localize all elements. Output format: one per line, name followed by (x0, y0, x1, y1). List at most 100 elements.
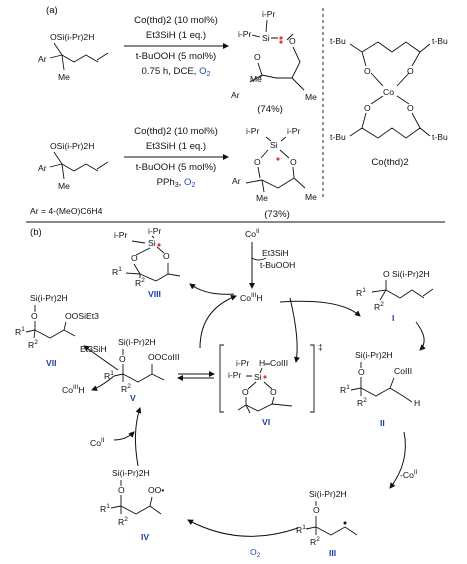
svg-text:R2: R2 (135, 277, 145, 288)
substrate-2: OSi(i-Pr)2H Ar Me (38, 141, 109, 191)
svg-text:R2: R2 (374, 301, 384, 312)
species-VIII: i-Pr i-Pr Si O O R1 R2 VIII (112, 226, 181, 299)
svg-text:R1: R1 (356, 287, 366, 298)
label-IV: IV (141, 532, 149, 542)
svg-text:Si(i-Pr)2H: Si(i-Pr)2H (30, 293, 68, 303)
svg-text:t-BuOOH (5 mol%): t-BuOOH (5 mol%) (136, 51, 217, 62)
svg-text:Me: Me (305, 92, 317, 102)
svg-text:CoII: CoII (90, 437, 105, 448)
svg-text:O: O (31, 311, 38, 321)
svg-text:Si(i-Pr)2H: Si(i-Pr)2H (112, 468, 150, 478)
product-1-dioxasilinane: i-Pr i-Pr Si O O Me Ar Me (74%) (231, 9, 317, 115)
svg-text:O: O (242, 387, 249, 397)
svg-text:Me: Me (58, 181, 70, 191)
ar-definition: Ar = 4-(MeO)C6H4 (30, 206, 103, 216)
species-V: Si(i-Pr)2H O OOCoIII R1 R2 V (104, 337, 180, 403)
svg-text:i-Pr: i-Pr (114, 230, 128, 240)
svg-text:R1: R1 (100, 503, 110, 514)
product-2-dioxasilinane: i-Pr i-Pr Si O O Ar Me Me (73%) (232, 126, 317, 220)
svg-text:O: O (313, 505, 320, 515)
svg-text:O: O (407, 103, 414, 113)
svg-text:i-Pr: i-Pr (287, 126, 301, 136)
svg-text:t-Bu: t-Bu (330, 132, 346, 142)
svg-text:Si(i-Pr)2H: Si(i-Pr)2H (309, 489, 347, 499)
svg-text:Me: Me (305, 192, 317, 202)
label-II: II (380, 418, 385, 428)
svg-text:R1: R1 (340, 384, 350, 395)
svg-text:t-BuOOH (5 mol%): t-BuOOH (5 mol%) (136, 162, 217, 173)
svg-text:O: O (364, 66, 371, 76)
label-VI: VI (262, 417, 270, 427)
catalyst-co-thd2: t-Bu t-Bu t-Bu t-Bu O O O O Co Co(thd)2 (330, 36, 448, 168)
svg-text:O: O (270, 387, 277, 397)
svg-text:Si: Si (262, 33, 270, 43)
svg-text:O: O (254, 157, 261, 167)
svg-text:Co(thd)2 (10 mol%): Co(thd)2 (10 mol%) (134, 126, 218, 137)
svg-text:Ar: Ar (38, 54, 47, 64)
species-II: Si(i-Pr)2H O CoIII R1 R2 H II (340, 350, 420, 428)
svg-text:Et3SiH (1 eq.): Et3SiH (1 eq.) (146, 30, 206, 41)
svg-text:O: O (289, 36, 296, 46)
svg-text:Et3SiH (1 eq.): Et3SiH (1 eq.) (146, 141, 206, 152)
initiation-reagents: CoII Et3SiH t-BuOOH CoIIIH (240, 228, 295, 303)
svg-text:OOCoIII: OOCoIII (148, 352, 180, 362)
svg-text:H: H (259, 358, 265, 368)
substrate-1: OSi(i-Pr)2H Ar Me (38, 32, 109, 82)
svg-text:t-Bu: t-Bu (330, 36, 346, 46)
label-VIII: VIII (148, 289, 161, 299)
svg-text:i-Pr: i-Pr (238, 29, 252, 39)
svg-text:O: O (163, 251, 170, 261)
svg-text:‡: ‡ (318, 342, 323, 352)
reaction-2: Co(thd)2 (10 mol%) Et3SiH (1 eq.) t-BuOO… (124, 126, 229, 189)
svg-text:t-Bu: t-Bu (432, 36, 448, 46)
svg-text:Ar: Ar (231, 90, 240, 100)
svg-text:O: O (407, 66, 414, 76)
svg-text:R2: R2 (310, 536, 320, 547)
yield-2: (73%) (264, 209, 290, 220)
svg-text:Me: Me (250, 74, 262, 84)
svg-text:Si(i-Pr)2H: Si(i-Pr)2H (118, 337, 156, 347)
label-V: V (130, 393, 136, 403)
svg-text:i-Pr: i-Pr (262, 9, 276, 19)
reaction-1: Co(thd)2 (10 mol%) Et3SiH (1 eq.) t-BuOO… (124, 15, 229, 78)
yield-1: (74%) (257, 104, 283, 115)
svg-text:O: O (358, 367, 365, 377)
svg-text:R1: R1 (15, 326, 25, 337)
svg-text:i-Pr: i-Pr (246, 126, 260, 136)
svg-text:R1: R1 (104, 370, 114, 381)
svg-text:Me: Me (58, 72, 70, 82)
catalyst-name: Co(thd)2 (371, 157, 408, 168)
label-III: III (329, 548, 336, 558)
svg-text:i-Pr: i-Pr (236, 358, 250, 368)
svg-text:Si(i-Pr)2H: Si(i-Pr)2H (392, 269, 430, 279)
svg-text:OO•: OO• (148, 485, 164, 495)
svg-text:Si: Si (148, 238, 156, 248)
svg-text:O: O (364, 103, 371, 113)
svg-text:Ar: Ar (38, 163, 47, 173)
svg-text:t-Bu: t-Bu (432, 132, 448, 142)
svg-text:R2: R2 (121, 383, 131, 394)
species-VII: Si(i-Pr)2H O OOSiEt3 R1 R2 VII (15, 293, 99, 368)
species-I: O Si(i-Pr)2H R1 R2 I (356, 269, 434, 323)
species-IV: Si(i-Pr)2H O OO• R1 R2 IV (100, 468, 164, 542)
panel-b-label: (b) (30, 227, 42, 238)
to-VIII-arrow (189, 283, 235, 295)
svg-text:R2: R2 (28, 339, 38, 350)
svg-text:R2: R2 (118, 516, 128, 527)
svg-text:Si: Si (254, 372, 262, 382)
svg-text:Co: Co (383, 87, 394, 97)
svg-text:OOSiEt3: OOSiEt3 (65, 311, 99, 321)
svg-text:i-Pr: i-Pr (228, 370, 242, 380)
svg-text:0.75 h, DCE, O2: 0.75 h, DCE, O2 (142, 66, 211, 78)
svg-text:Et3SiH: Et3SiH (262, 248, 289, 258)
svg-text:CoIII: CoIII (394, 366, 412, 376)
svg-text:O: O (254, 52, 261, 62)
species-VI-transition-state: ‡ i-Pr i-Pr H CoIII Si O O VI (219, 342, 323, 427)
svg-text:O2: O2 (250, 547, 261, 559)
svg-text:O: O (290, 157, 297, 167)
svg-text:Ar: Ar (232, 176, 241, 186)
svg-text:O: O (119, 354, 126, 364)
svg-text:Et3SiH: Et3SiH (80, 344, 107, 354)
species-III: Si(i-Pr)2H O R1 R2 III (296, 489, 358, 558)
